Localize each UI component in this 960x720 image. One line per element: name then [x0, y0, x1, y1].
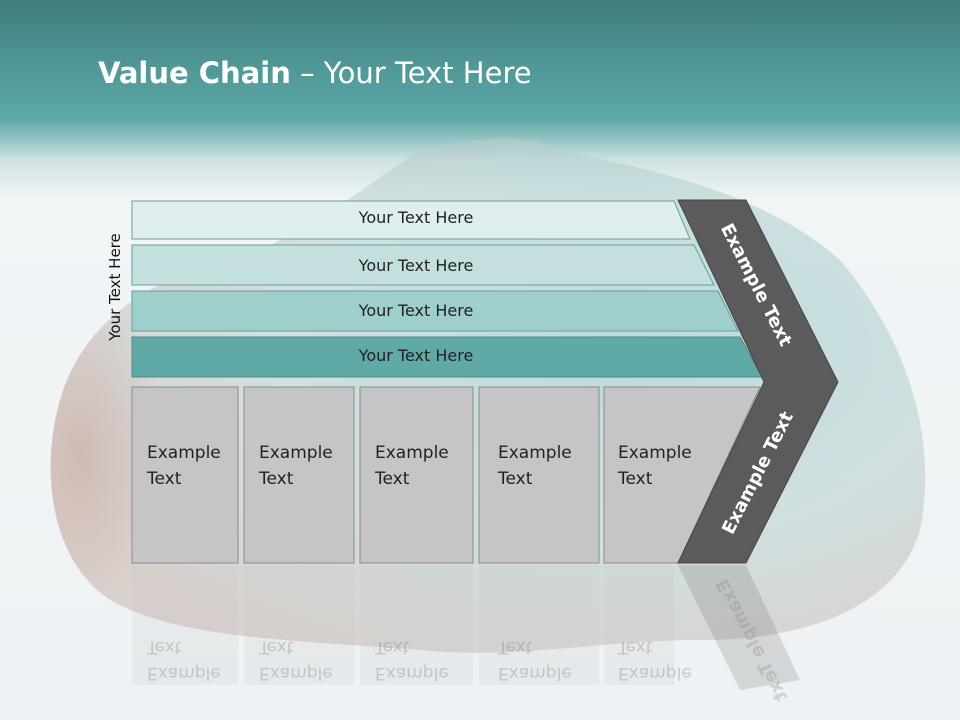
box-label-5-line1: Example — [618, 443, 692, 463]
activity-box-3 — [359, 386, 474, 564]
margin-chevron — [677, 199, 839, 564]
bar-label-4: Your Text Here — [358, 346, 474, 365]
slide-title-bold: Value Chain — [98, 56, 291, 90]
box-label-2-line1: Example — [259, 443, 333, 463]
box-label-5-line2: Text — [618, 469, 653, 489]
bar-label-2: Your Text Here — [358, 256, 474, 275]
bar-1 — [131, 200, 691, 240]
box-label-2-line2: Text — [259, 469, 294, 489]
activity-box-2 — [243, 386, 355, 564]
slide-title: Value Chain – Your Text Here — [98, 56, 532, 90]
bar-2 — [131, 244, 715, 286]
slide-title-rest: – Your Text Here — [290, 56, 532, 90]
box-label-3-line1: Example — [375, 443, 449, 463]
bar-3 — [131, 290, 739, 332]
box-label-4-line2: Text — [498, 469, 533, 489]
activity-box-4 — [478, 386, 600, 564]
bar-label-1: Your Text Here — [358, 208, 474, 227]
box-label-4-line1: Example — [498, 443, 572, 463]
activity-box-1 — [131, 386, 239, 564]
box-label-1-line2: Text — [147, 469, 182, 489]
box-label-3-line2: Text — [375, 469, 410, 489]
box-label-1-line1: Example — [147, 443, 221, 463]
bar-label-3: Your Text Here — [358, 301, 474, 320]
